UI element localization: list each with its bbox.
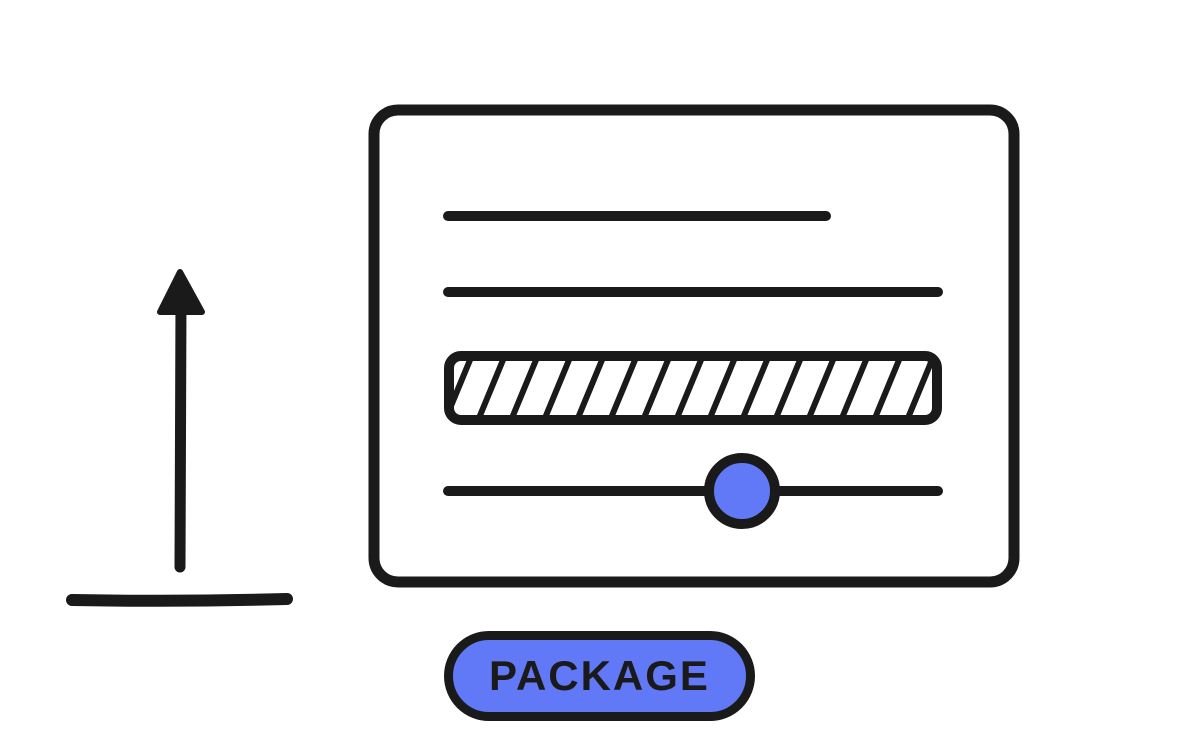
ground-line <box>66 593 293 607</box>
hatch-stripe <box>641 357 671 420</box>
hatch-stripe <box>575 357 605 420</box>
hatch-stripe <box>476 357 506 420</box>
slider-knob[interactable] <box>704 453 780 529</box>
hatch-stripe <box>674 357 704 420</box>
settings-panel <box>368 104 1020 588</box>
hatch-stripe <box>542 357 572 420</box>
hatch-stripe <box>509 357 539 420</box>
hatch-stripe <box>740 357 770 420</box>
hatch-stripe <box>839 357 869 420</box>
package-button-label: PACKAGE <box>489 652 710 699</box>
arrow-up-icon <box>157 269 205 573</box>
hatch-stripe <box>872 357 902 420</box>
hatch-stripe <box>608 357 638 420</box>
hatch-stripe <box>806 357 836 420</box>
hatched-progress-bar <box>444 351 942 425</box>
slider[interactable] <box>443 453 943 529</box>
hatch-stripe <box>707 357 737 420</box>
hatch-stripe <box>773 357 803 420</box>
package-button[interactable]: PACKAGE <box>444 631 755 721</box>
hatch-stripe <box>905 357 935 420</box>
